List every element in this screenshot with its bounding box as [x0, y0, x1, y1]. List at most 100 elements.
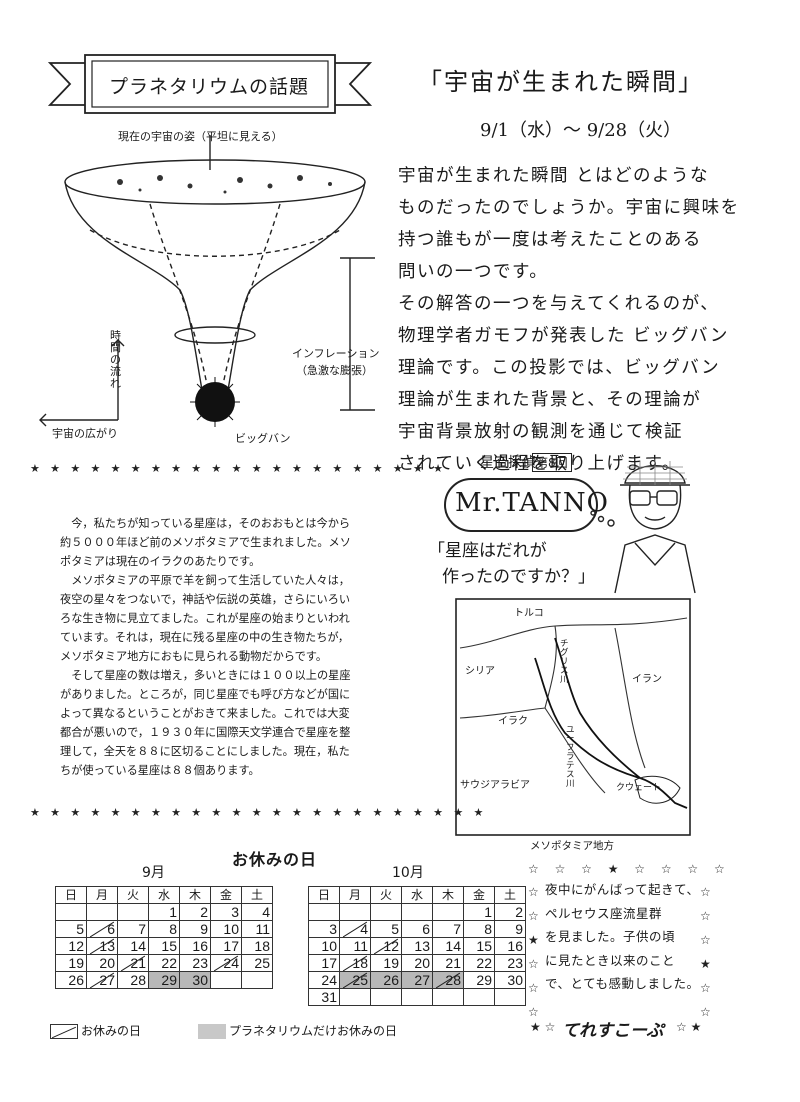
map-label-syria: シリア	[465, 666, 495, 677]
calendar-day: 22	[148, 954, 180, 972]
calendar-day: 22	[463, 954, 495, 972]
event-title: 「宇宙が生まれた瞬間」	[418, 68, 704, 96]
star-divider: ★ ★ ★ ★ ★ ★ ★ ★ ★ ★ ★ ★ ★ ★ ★ ★ ★ ★ ★ ★ …	[30, 462, 447, 475]
calendar-day: 10	[210, 920, 242, 938]
article-line: ポタミアは現在のイラクのあたりです。	[60, 555, 261, 568]
calendar-day	[401, 988, 433, 1006]
detective-name-bubble	[444, 478, 598, 532]
calendar-day	[370, 988, 402, 1006]
question-line-1: 「星座はだれが	[428, 541, 547, 561]
calendar-day	[55, 903, 87, 921]
legend-planetarium-label: プラネタリウムだけお休みの日	[229, 1024, 398, 1038]
calendar-day: 13	[401, 937, 433, 955]
weekday-header: 土	[494, 886, 526, 904]
calendar-month-oct: 10月	[392, 865, 424, 881]
note-star-bottom-left: ★ ☆	[530, 1020, 556, 1034]
weekday-header: 月	[339, 886, 371, 904]
calendar-day	[432, 988, 464, 1006]
calendar-day: 3	[210, 903, 242, 921]
map-label-iran: イラン	[632, 674, 662, 685]
diagram-inflation-sub: （急激な膨張）	[296, 364, 373, 377]
star-divider: ★ ★ ★ ★ ★ ★ ★ ★ ★ ★ ★ ★ ★ ★ ★ ★ ★ ★ ★ ★ …	[30, 806, 487, 819]
note-star-border-top: ☆ ☆ ☆ ★ ☆ ☆ ☆ ☆	[528, 862, 731, 876]
weekday-header: 木	[179, 886, 211, 904]
calendar-day: 1	[148, 903, 180, 921]
calendar-day	[494, 988, 526, 1006]
calendar-day	[241, 971, 273, 989]
description-para1: 宇宙が生まれた瞬間 とはどのような ものだったのでしょうか。宇宙に興味を 持つ誰…	[398, 160, 738, 288]
calendar-day: 27	[401, 971, 433, 989]
calendar-title: お休みの日	[232, 850, 318, 869]
calendar-day: 12	[55, 937, 87, 955]
calendar-day: 7	[432, 920, 464, 938]
calendar-day: 17	[308, 954, 340, 972]
calendar-day: 23	[494, 954, 526, 972]
para-line: 理論が生まれた背景と、その理論が	[398, 390, 702, 410]
calendar-day: 26	[370, 971, 402, 989]
diagram-expansion-label: 宇宙の広がり	[52, 427, 118, 440]
calendar-day	[210, 971, 242, 989]
weekday-header: 水	[401, 886, 433, 904]
calendar-day: 29	[463, 971, 495, 989]
calendar-day: 26	[55, 971, 87, 989]
para-line: 物理学者ガモフが発表した ビッグバン	[398, 326, 729, 346]
calendar-day: 2	[179, 903, 211, 921]
calendar-day: 5	[370, 920, 402, 938]
calendar-day: 24	[210, 954, 242, 972]
calendar-day: 4	[241, 903, 273, 921]
note-line: で、とても感動しました。	[545, 976, 700, 991]
article-line: 約５０００年ほど前のメソポタミアで生まれました。メソ	[60, 536, 351, 549]
article-line: ろな生き物に見立てました。これが星座の始まりといわれ	[60, 612, 350, 625]
calendar-day: 30	[179, 971, 211, 989]
map-label-iraq: イラク	[498, 716, 528, 727]
calendar-day: 31	[308, 988, 340, 1006]
calendar-day: 18	[339, 954, 371, 972]
weekday-header: 金	[210, 886, 242, 904]
event-dates: 9/1（水）～ 9/28（火）	[480, 120, 682, 141]
weekday-header: 日	[308, 886, 340, 904]
calendar-day: 15	[148, 937, 180, 955]
detective-question: 「星座はだれが 作ったのですか？」	[428, 538, 595, 590]
calendar-day: 10	[308, 937, 340, 955]
map-label-euphrates: ユーフラテス川	[566, 725, 575, 789]
article-line: よって異なるということがおきて来ました。これでは大変	[60, 707, 350, 720]
calendar-day: 15	[463, 937, 495, 955]
article-line: ています。それは，現在に残る星座の中の生き物たちが，	[60, 631, 350, 644]
calendar-day: 29	[148, 971, 180, 989]
calendar-day: 4	[339, 920, 371, 938]
weekday-header: 火	[370, 886, 402, 904]
mesopotamia-map	[455, 598, 691, 836]
calendar-day	[308, 903, 340, 921]
question-line-2: 作ったのですか？」	[442, 567, 595, 587]
note-star-bottom-right: ☆ ★	[676, 1020, 702, 1034]
map-caption: メソポタミア地方	[530, 840, 614, 852]
detective-illustration	[590, 459, 696, 594]
article-line: そして星座の数は増え，多いときには１００以上の星座	[60, 669, 351, 682]
note-line: ペルセウス座流星群	[545, 905, 663, 921]
map-label-saudi: サウジアラビア	[460, 780, 530, 791]
para-line: 持つ誰もが一度は考えたことのある	[398, 230, 702, 250]
calendar-day	[339, 988, 371, 1006]
calendar-day	[370, 903, 402, 921]
weekday-header: 水	[148, 886, 180, 904]
para-line: 宇宙が生まれた瞬間 とはどのような	[398, 166, 710, 186]
description-para2: その解答の一つを与えてくれるのが、 物理学者ガモフが発表した ビッグバン 理論で…	[398, 288, 728, 480]
calendar-day: 1	[463, 903, 495, 921]
note-signature: てれすこーぷ	[562, 1021, 664, 1041]
calendar-day	[432, 903, 464, 921]
note-star-border-left: ☆☆★☆☆☆	[528, 885, 539, 1019]
calendar-day: 11	[339, 937, 371, 955]
calendar-day: 8	[148, 920, 180, 938]
calendar-day: 9	[179, 920, 211, 938]
map-label-tigris: チグリス川	[560, 639, 569, 685]
calendar-day: 25	[241, 954, 273, 972]
calendar-day: 6	[86, 920, 118, 938]
detective-badge: 第8回	[532, 453, 572, 472]
note-star-border-right: ☆☆☆★☆☆	[700, 885, 711, 1019]
weekday-header: 火	[117, 886, 149, 904]
article-line: メソポタミアの平原で羊を飼って生活していた人々は，	[60, 574, 350, 587]
legend-closed-label: お休みの日	[81, 1024, 142, 1038]
legend-swatch-closed	[50, 1024, 78, 1039]
weekday-header: 木	[432, 886, 464, 904]
